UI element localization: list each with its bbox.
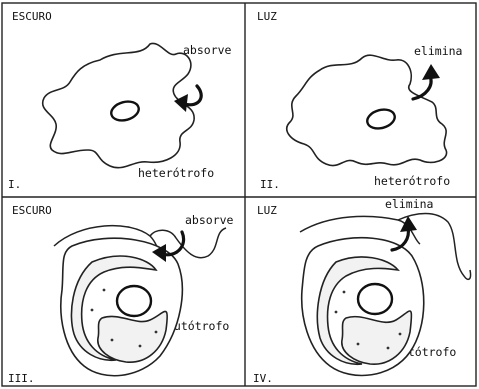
panel-2-organism: heterótrofo (374, 174, 450, 188)
panel-4-action: elimina (385, 197, 433, 211)
panel-2-condition: LUZ (257, 10, 277, 23)
panel-1-numeral: I. (8, 178, 21, 191)
granule (387, 347, 390, 350)
panel-3-numeral: III. (8, 372, 35, 385)
panel-4-condition: LUZ (257, 204, 277, 217)
granule (343, 291, 346, 294)
panel-1-condition: ESCURO (12, 10, 52, 23)
granule (155, 331, 158, 334)
panel-1-action: absorve (183, 43, 232, 57)
panel-1: ESCURO absorve heterótrofo I. (8, 10, 232, 191)
granule (91, 309, 94, 312)
panel-1-organism: heterótrofo (138, 166, 214, 180)
nucleus (358, 284, 392, 314)
arrowhead-icon (422, 64, 440, 80)
granule (399, 333, 402, 336)
panel-2-numeral: II. (260, 178, 280, 191)
panel-2-action: elimina (414, 44, 462, 58)
granule (335, 311, 338, 314)
panel-3: ESCURO absorve autótrofo III. (8, 204, 234, 385)
granule (357, 343, 360, 346)
nucleus (117, 286, 151, 316)
panel-3-condition: ESCURO (12, 204, 52, 217)
panel-3-action: absorve (185, 213, 234, 227)
granule (139, 345, 142, 348)
granule (103, 289, 106, 292)
amoeba-body (287, 55, 447, 165)
panel-2: LUZ elimina heterótrofo II. (257, 10, 462, 191)
granule (111, 339, 114, 342)
panel-4: LUZ elimina autótrofo IV. (253, 197, 471, 385)
panel-4-numeral: IV. (253, 372, 273, 385)
